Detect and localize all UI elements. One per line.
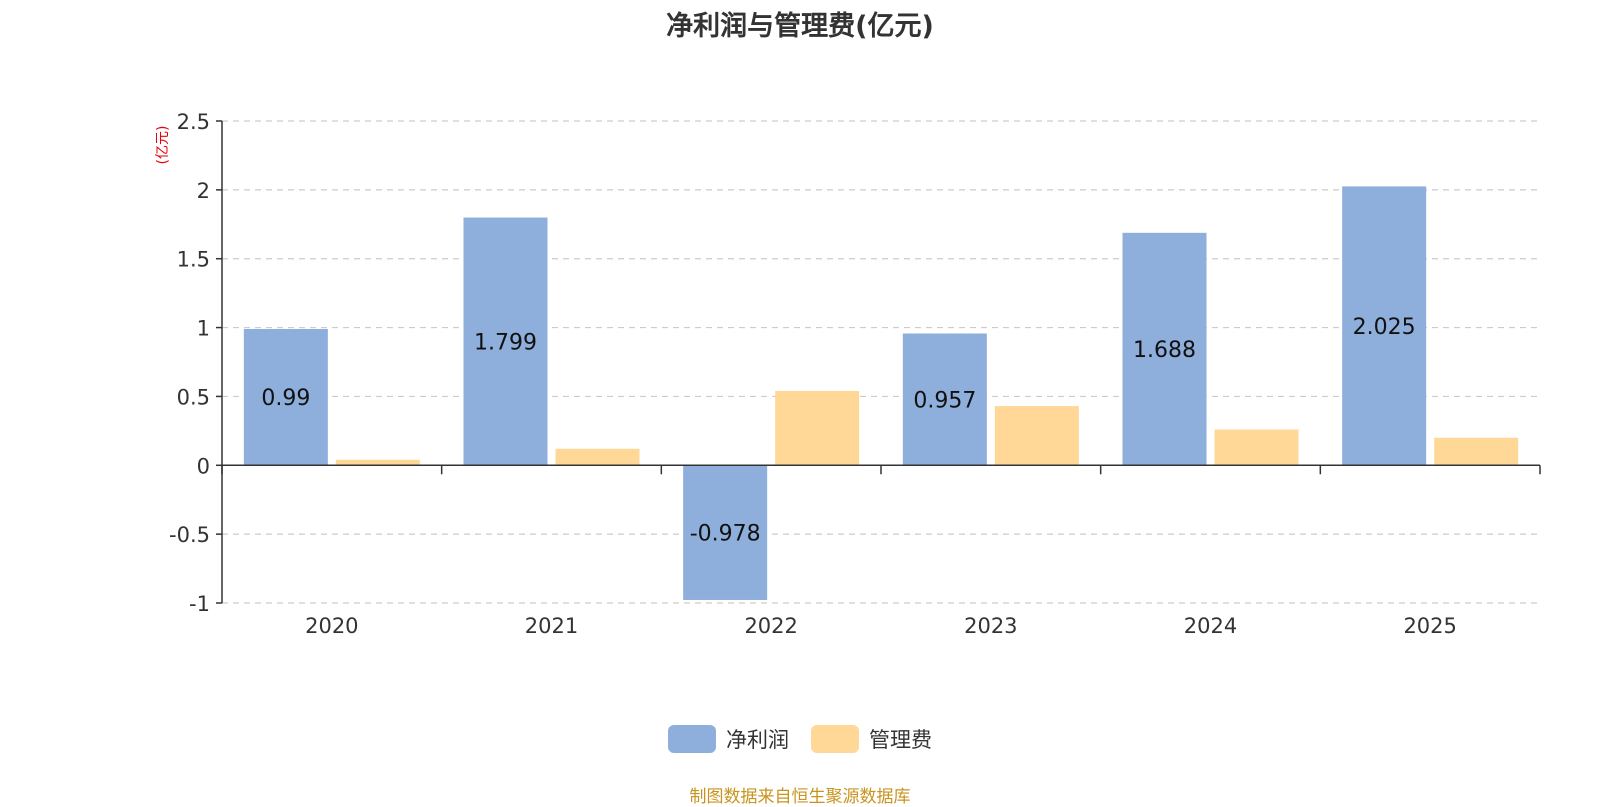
bar-admin-expense[interactable]	[555, 448, 640, 466]
data-label: 2.025	[1353, 315, 1416, 340]
source-note: 制图数据来自恒生聚源数据库	[689, 787, 911, 807]
y-tick-label: 2	[197, 179, 210, 203]
bars	[243, 186, 1519, 600]
legend-item-admin-expense[interactable]: 管理费	[811, 724, 932, 754]
legend-item-net-profit[interactable]: 净利润	[668, 724, 789, 754]
bar-net-profit[interactable]	[902, 333, 987, 466]
chart-title: 净利润与管理费(亿元)	[666, 11, 934, 42]
x-tick-label: 2023	[964, 614, 1017, 638]
y-tick-label: 1	[197, 317, 210, 341]
bar-net-profit[interactable]	[1342, 186, 1427, 466]
bar-admin-expense[interactable]	[1434, 437, 1519, 466]
bar-admin-expense[interactable]	[1214, 429, 1299, 466]
y-tick-label: 2.5	[177, 110, 210, 134]
data-label: 1.688	[1133, 338, 1196, 363]
y-tick-label: 0.5	[177, 385, 210, 409]
data-label: 1.799	[474, 330, 537, 355]
y-tick-label: 0	[197, 454, 210, 478]
y-axis-title: (亿元)	[155, 126, 171, 165]
axes: -1 -0.5 0 0.5 1 1.5 2 2.5 2020 2021 2022 2023 2024 20…	[169, 110, 1541, 638]
bar-net-profit[interactable]	[463, 217, 548, 466]
data-label: 0.99	[261, 386, 310, 411]
y-tick-label: -0.5	[169, 523, 210, 547]
bar-admin-expense[interactable]	[335, 459, 420, 466]
data-labels: 0.99 1.799 -0.978 0.957 1.688 2.025	[261, 315, 1415, 547]
bar-net-profit[interactable]	[683, 465, 768, 600]
legend-label-net-profit: 净利润	[726, 728, 789, 752]
x-tick-label: 2020	[305, 614, 358, 638]
bar-net-profit[interactable]	[1122, 232, 1207, 466]
y-tick-label: -1	[189, 592, 210, 616]
bar-admin-expense[interactable]	[775, 390, 860, 466]
x-tick-label: 2025	[1403, 614, 1456, 638]
data-label: -0.978	[690, 522, 761, 547]
bar-net-profit[interactable]	[243, 328, 328, 466]
data-label: 0.957	[913, 388, 976, 413]
legend-swatch-admin-expense	[811, 725, 859, 753]
legend: 净利润 管理费	[0, 724, 1600, 754]
x-tick-label: 2022	[744, 614, 797, 638]
y-tick-label: 1.5	[177, 248, 210, 272]
legend-label-admin-expense: 管理费	[869, 728, 932, 752]
bar-admin-expense[interactable]	[994, 406, 1079, 466]
legend-swatch-net-profit	[668, 725, 716, 753]
x-tick-label: 2021	[525, 614, 578, 638]
x-tick-label: 2024	[1184, 614, 1237, 638]
